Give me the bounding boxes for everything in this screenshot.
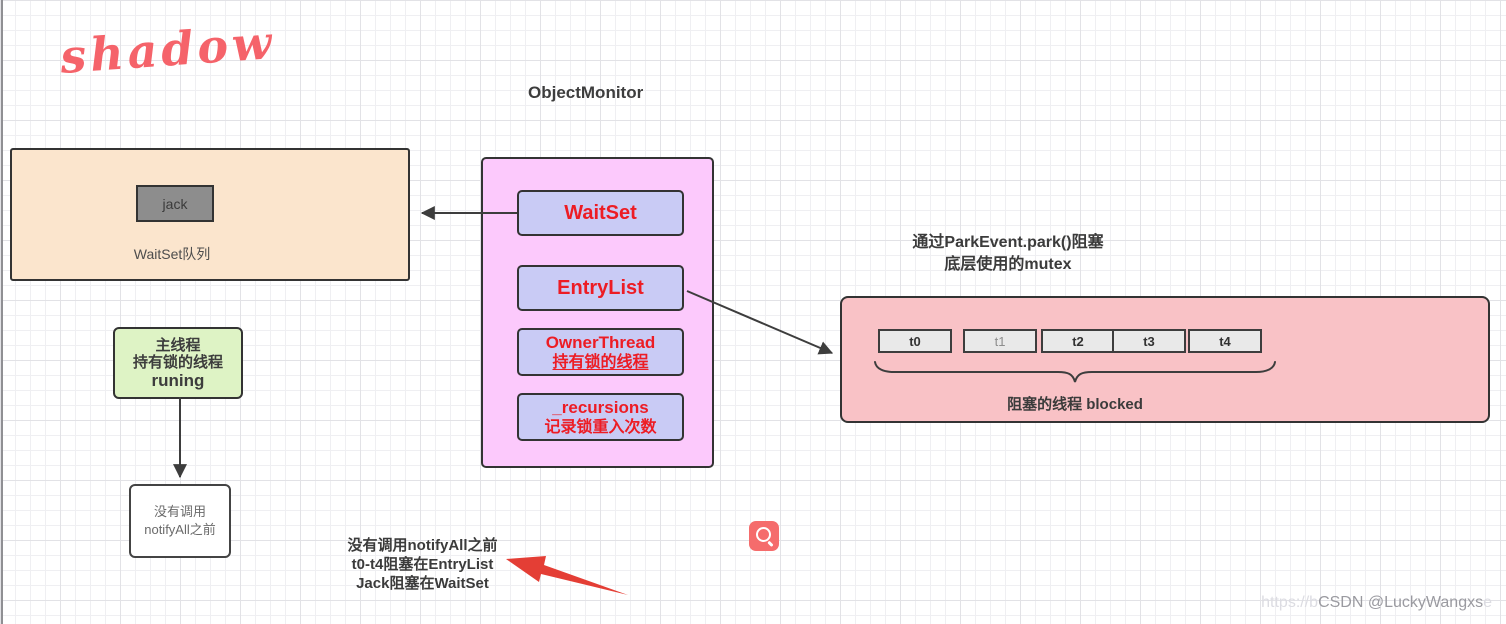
- before-notifyall-box: 没有调用 notifyAll之前: [129, 484, 231, 558]
- watermark-main: CSDN @LuckyWangxs: [1318, 594, 1484, 611]
- red-annotation-arrow: [506, 556, 628, 595]
- blocked-caption: 通过ParkEvent.park()阻塞 底层使用的mutex: [858, 232, 1158, 276]
- blocked-brace-label: 阻塞的线程 blocked: [1007, 396, 1143, 413]
- thread-box-t2: t2: [1041, 329, 1115, 353]
- thread-box-t0: t0: [878, 329, 952, 353]
- waitset-queue-box: jack WaitSet队列: [10, 148, 410, 281]
- page-title: ObjectMonitor: [528, 83, 644, 102]
- entrylist-field: EntryList: [517, 265, 684, 311]
- recursions-field: _recursions 记录锁重入次数: [517, 393, 684, 441]
- main-thread-line1: 主线程: [155, 336, 201, 354]
- ownerthread-field: OwnerThread 持有锁的线程: [517, 328, 684, 376]
- before-notifyall-line2: notifyAll之前: [144, 522, 216, 537]
- search-button[interactable]: [749, 521, 779, 551]
- ownerthread-label: OwnerThread: [545, 332, 656, 352]
- thread-box-t1: t1: [963, 329, 1037, 353]
- jack-thread-box: jack: [136, 185, 214, 222]
- annotation-line1: 没有调用notifyAll之前: [347, 537, 498, 554]
- recursions-label: _recursions: [552, 397, 649, 417]
- recursions-sublabel: 记录锁重入次数: [544, 418, 657, 436]
- waitset-queue-label: WaitSet队列: [133, 246, 211, 262]
- search-icon: [756, 527, 771, 542]
- page-left-border: [1, 0, 3, 624]
- main-thread-line2: 持有锁的线程: [132, 353, 223, 371]
- annotation-line3: Jack阻塞在WaitSet: [356, 575, 489, 592]
- ownerthread-sublabel: 持有锁的线程: [552, 353, 649, 371]
- blocked-caption-line2: 底层使用的mutex: [944, 256, 1072, 273]
- logo-shadow: shadow: [58, 15, 278, 84]
- thread-box-t3: t3: [1112, 329, 1186, 353]
- waitset-field: WaitSet: [517, 190, 684, 236]
- before-notifyall-line1: 没有调用: [153, 504, 206, 519]
- blocked-threads-box: t0 t1 t2 t3 t4: [840, 296, 1490, 423]
- main-thread-line3: runing: [151, 370, 205, 390]
- annotation-line2: t0-t4阻塞在EntryList: [351, 556, 494, 573]
- blocked-caption-line1: 通过ParkEvent.park()阻塞: [912, 234, 1104, 251]
- main-thread-box: 主线程 持有锁的线程 runing: [113, 327, 243, 399]
- annotation-text: 没有调用notifyAll之前 t0-t4阻塞在EntryList Jack阻塞…: [330, 536, 515, 593]
- watermark-url-fragment-right: e: [1483, 594, 1492, 611]
- object-monitor-box: WaitSet EntryList OwnerThread 持有锁的线程 _re…: [481, 157, 714, 468]
- watermark: https://bCSDN @LuckyWangxse: [1261, 594, 1492, 612]
- thread-box-t4: t4: [1188, 329, 1262, 353]
- watermark-url-fragment: https://b: [1261, 594, 1319, 611]
